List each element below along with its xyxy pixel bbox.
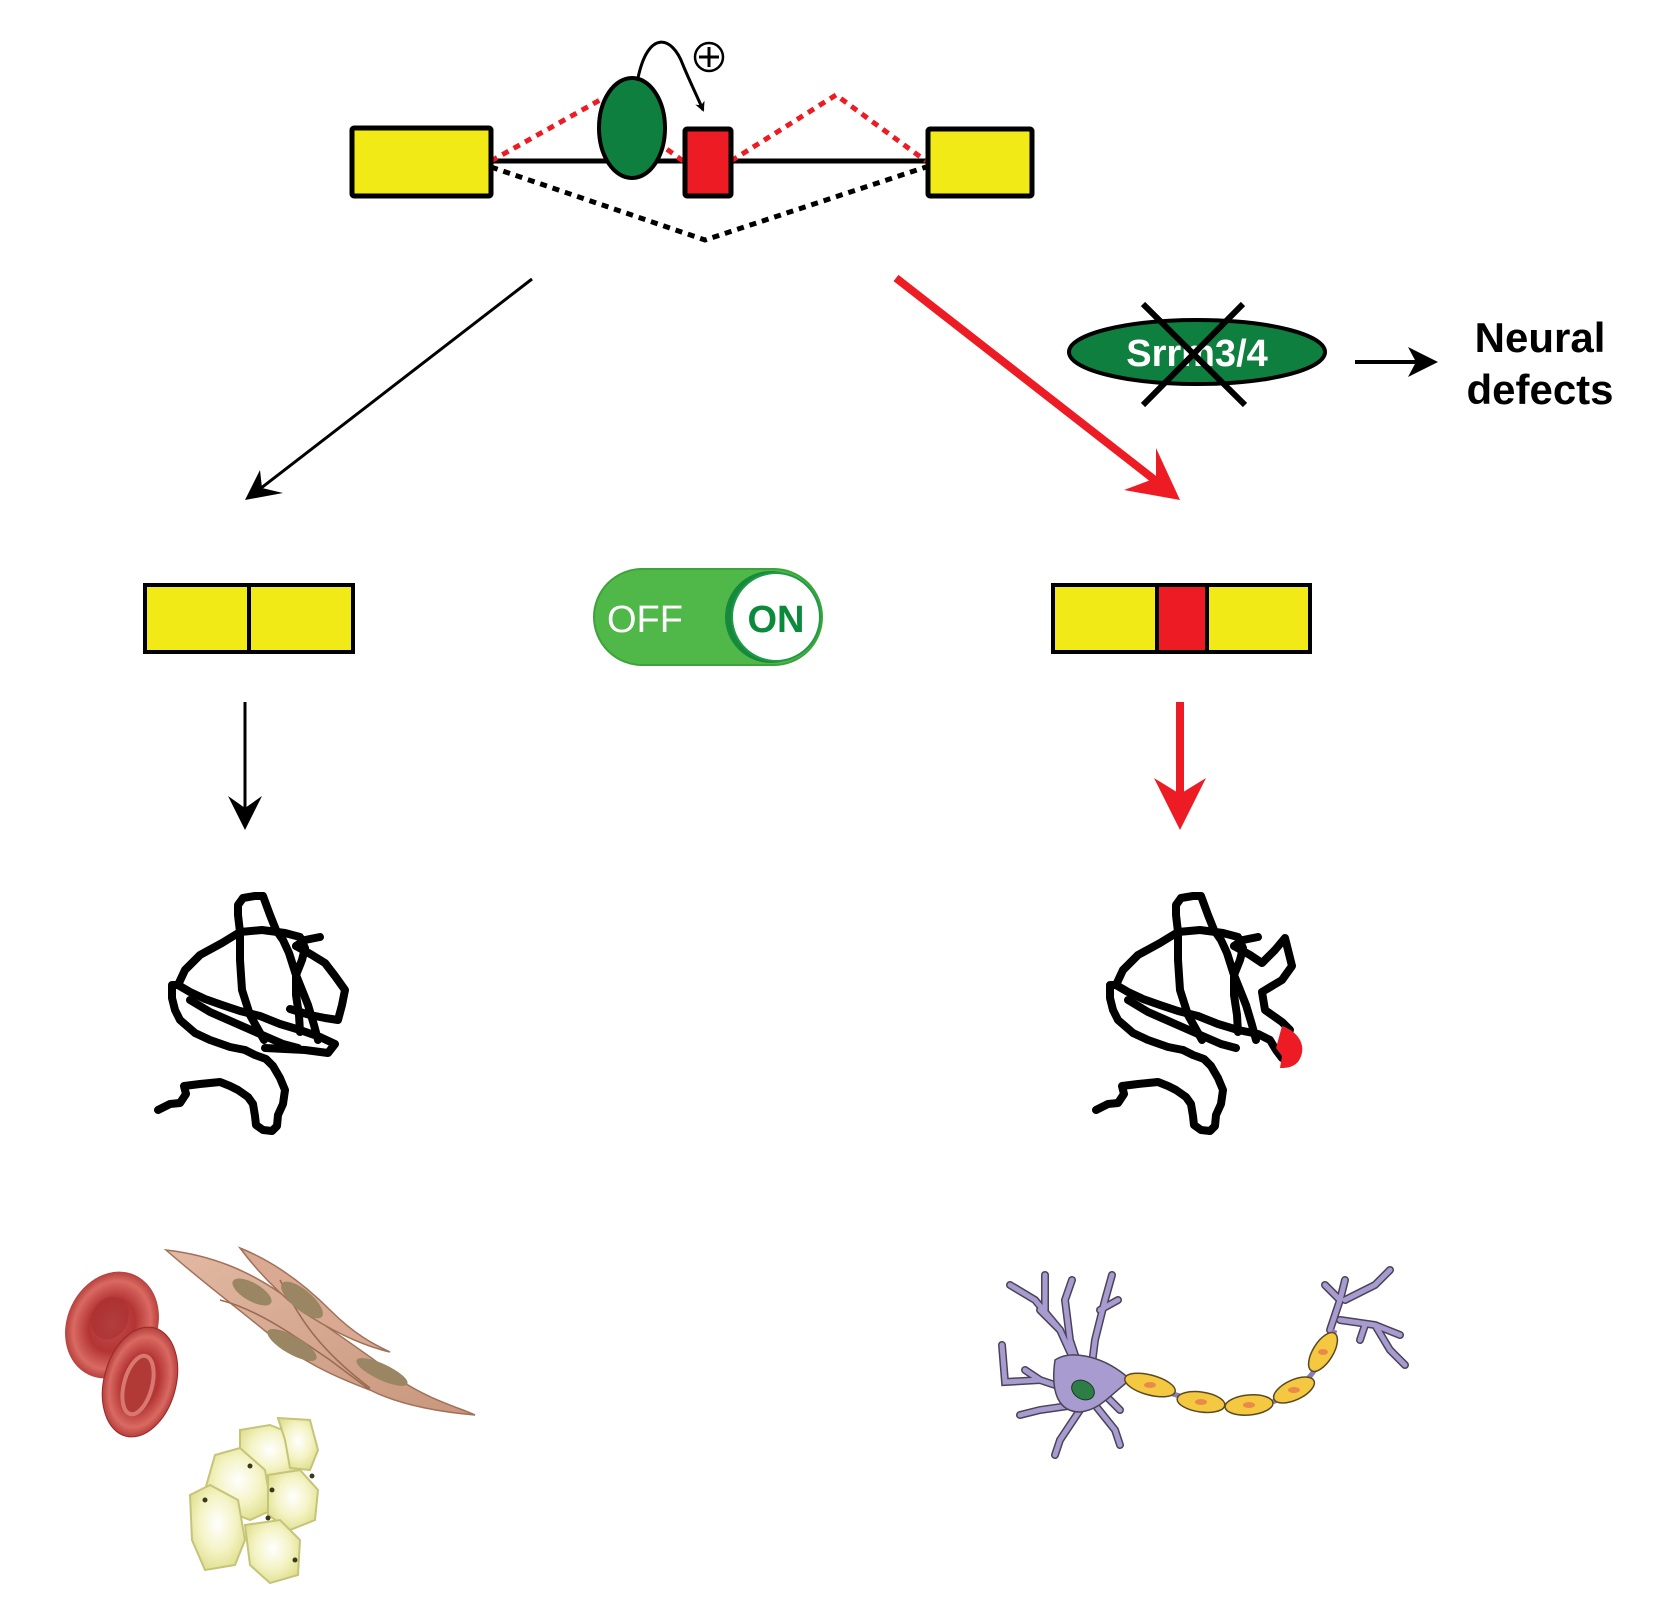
inclusion-splice-path	[489, 97, 685, 164]
right-branch-arrow	[893, 274, 1180, 500]
outcome-label-line1: Neural	[1475, 314, 1606, 361]
on-off-switch[interactable]: OFF ON	[593, 568, 823, 666]
microexon-segment	[1276, 1026, 1303, 1068]
skipped-mrna	[143, 583, 355, 654]
pre-mrna	[349, 40, 1035, 243]
switch-on-label: ON	[748, 599, 805, 641]
srrm-regulator	[597, 76, 667, 180]
red-blood-cells-illustration	[65, 1271, 179, 1438]
protein-without-microexon	[154, 892, 349, 1135]
smooth-muscle-cells-illustration	[163, 1246, 476, 1416]
downstream-exon	[925, 126, 1035, 199]
left-translation-arrow	[228, 702, 262, 830]
neuron-soma	[1053, 1354, 1132, 1413]
activation-arrow	[636, 40, 705, 112]
inclusion-splice-path-2	[729, 91, 928, 164]
left-branch-arrow	[245, 277, 533, 500]
defect-arrow	[1355, 347, 1438, 377]
cross-out-icon-2	[1140, 301, 1246, 408]
microexon	[682, 126, 734, 199]
protein-with-microexon	[1092, 892, 1303, 1135]
included-mrna	[1051, 583, 1312, 654]
adipocytes-illustration	[188, 1416, 320, 1585]
upstream-exon	[349, 125, 494, 199]
neuron-nucleus	[1071, 1379, 1095, 1401]
plus-sign-icon	[693, 41, 725, 73]
switch-knob	[731, 572, 821, 662]
right-translation-arrow	[1154, 702, 1206, 830]
srrm-knockout: Srrm3/4	[1067, 301, 1327, 408]
neuron-illustration	[998, 1266, 1409, 1459]
skipping-splice-path	[490, 164, 927, 243]
switch-off-label: OFF	[607, 599, 683, 641]
outcome-label-line2: defects	[1466, 366, 1613, 413]
